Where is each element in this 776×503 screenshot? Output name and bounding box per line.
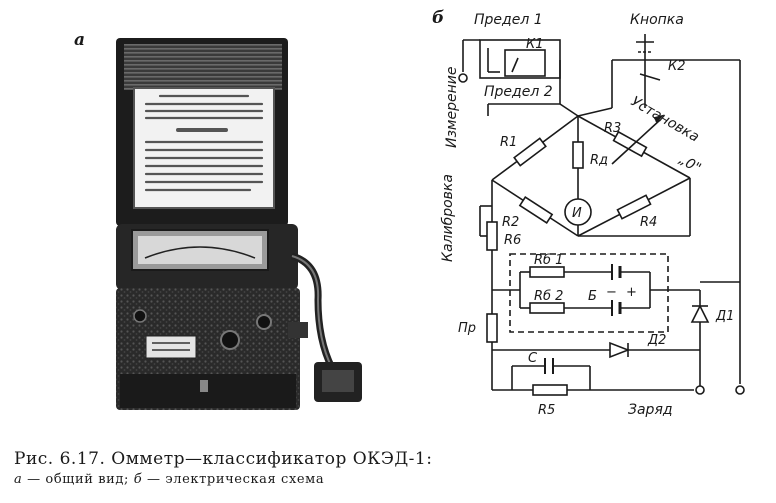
calibration-r6	[479, 180, 498, 290]
label-d2: Д2	[647, 333, 666, 348]
label-r1: R1	[500, 135, 517, 150]
r3-arrow	[611, 119, 661, 165]
label-limit2: Предел 2	[484, 84, 553, 100]
diode-d1	[690, 281, 745, 395]
device-probe	[290, 252, 362, 402]
label-r3: R3	[604, 121, 621, 136]
label-minus: −	[606, 285, 617, 300]
resistor-r3	[612, 130, 648, 158]
label-calibration: Калибровка	[440, 174, 456, 262]
switch-k1	[479, 39, 561, 79]
device-lid	[116, 38, 288, 226]
battery-block	[492, 253, 700, 333]
label-r2: R2	[502, 215, 519, 230]
label-r5: R5	[538, 403, 555, 418]
caption-subtitle: а — общий вид; б — электрическая схема	[14, 472, 432, 487]
label-rb1: Rб 1	[534, 253, 563, 268]
caption-b-text: — электрическая схема	[142, 472, 325, 487]
resistor-rd	[572, 141, 584, 169]
caption-a-text: — общий вид;	[22, 472, 134, 487]
diode-d2	[609, 341, 700, 359]
panel-a-letter: а	[74, 30, 86, 50]
resistor-r1	[513, 137, 547, 167]
label-k1: К1	[526, 37, 544, 52]
caption-title: Рис. 6.17. Омметр—классификатор ОКЭД-1:	[14, 449, 433, 469]
device-body	[116, 224, 308, 410]
label-fuse: Пр	[458, 321, 476, 336]
label-battery: Б	[588, 289, 597, 304]
resistor-r4	[616, 194, 652, 220]
caption-a-letter: а	[14, 472, 23, 487]
label-cap: С	[528, 351, 538, 366]
figure-caption: Рис. 6.17. Омметр—классификатор ОКЭД-1: …	[14, 449, 432, 487]
label-rb2: Rб 2	[534, 289, 563, 304]
label-charge: Заряд	[628, 402, 673, 418]
label-rd: Rд	[590, 153, 608, 168]
label-r4: R4	[640, 215, 657, 230]
label-zero-set: Установка	[628, 94, 702, 146]
caption-b-letter: б	[133, 472, 143, 487]
label-d1: Д1	[715, 309, 734, 324]
label-meter: И	[572, 206, 582, 221]
resistor-r2	[518, 195, 554, 225]
label-plus: +	[626, 285, 637, 300]
panel-b-letter: б	[432, 8, 445, 28]
measure-terminals	[458, 39, 561, 116]
label-button: Кнопка	[630, 12, 684, 28]
label-k2: К2	[668, 59, 686, 74]
fuse	[486, 313, 498, 343]
button-k2	[611, 34, 741, 282]
label-measure: Измерение	[444, 67, 460, 148]
label-r6: R6	[504, 233, 521, 248]
label-limit1: Предел 1	[474, 12, 543, 28]
rc-network	[492, 358, 705, 396]
